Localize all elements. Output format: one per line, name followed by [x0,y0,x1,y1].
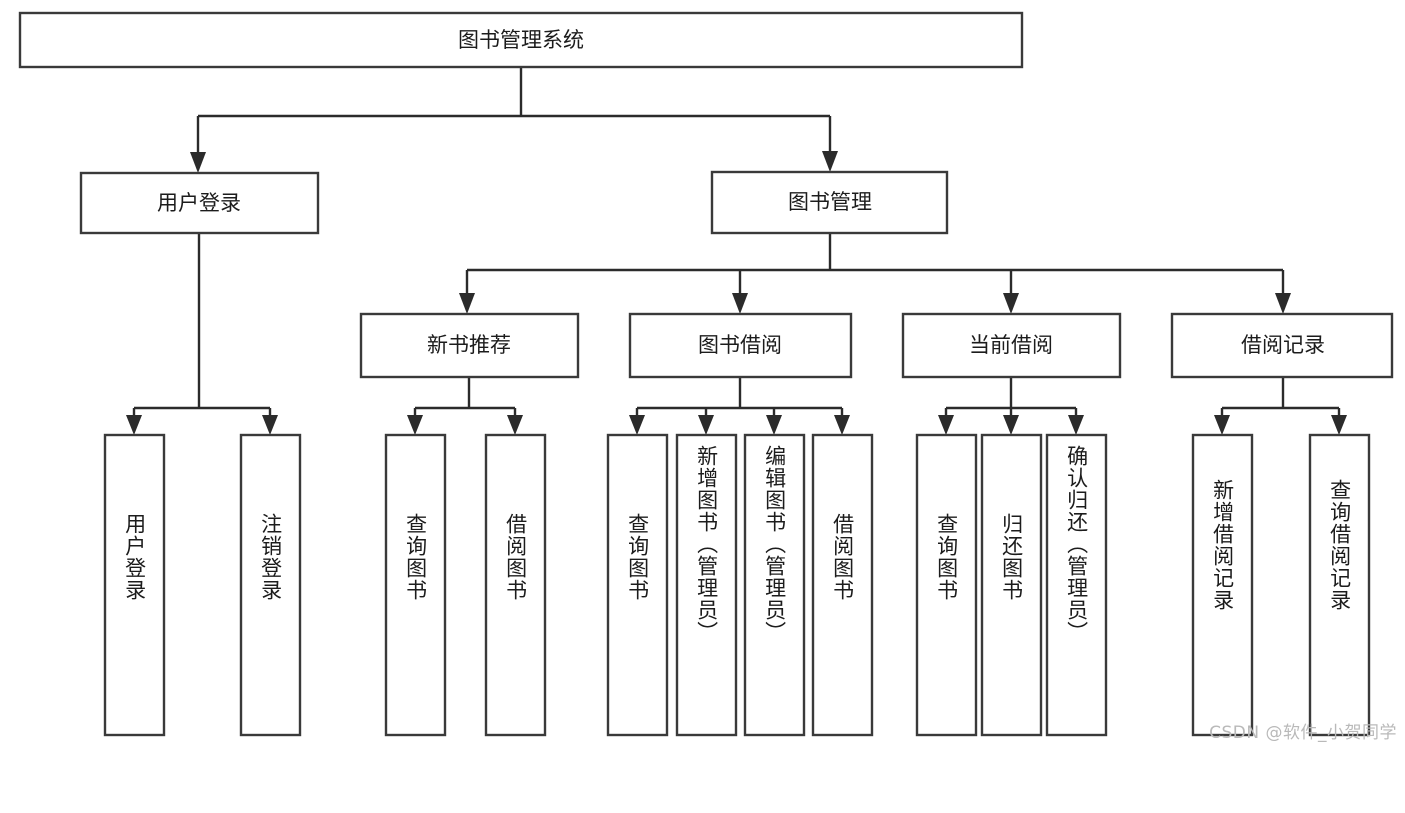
arrow-head-borrow-record [1275,293,1291,314]
node-user-login-box[interactable] [79,171,320,235]
node-borrow-record-box[interactable] [1170,312,1394,379]
connector-group-book-borrow [629,377,850,435]
node-leaf-return-book-box[interactable] [980,433,1043,737]
node-leaf-query-book-2-box[interactable] [606,433,669,737]
arrow-head-leaf-confirm-return-admin [1068,415,1084,435]
connector-group-borrow-record [1214,377,1347,435]
arrow-head-user-login [190,152,206,173]
arrow-head-leaf-borrow-book-2 [834,415,850,435]
node-leaf-add-book-admin-box[interactable] [675,433,738,737]
node-book-management[interactable]: 图书管理 [710,170,949,235]
node-root-box[interactable] [18,11,1024,69]
node-leaf-edit-book-admin-box[interactable] [743,433,806,737]
node-root-label: 图书管理系统 [458,28,584,52]
node-leaf-query-book-1-box[interactable] [384,433,447,737]
arrow-head-leaf-query-borrow-record [1331,415,1347,435]
node-borrow-record-label: 借阅记录 [1241,333,1325,357]
node-current-borrow[interactable]: 当前借阅 [901,312,1122,379]
node-new-book-recommend-label: 新书推荐 [427,333,511,357]
arrow-head-leaf-edit-book-admin [766,415,782,435]
node-leaf-borrow-book-2-box[interactable] [811,433,874,737]
arrow-head-leaf-user-login [126,415,142,435]
arrow-head-book-borrow [732,293,748,314]
node-book-management-box[interactable] [710,170,949,235]
node-current-borrow-label: 当前借阅 [969,333,1053,357]
arrow-head-book-management [822,151,838,172]
connector-group-new-book-recommend [407,377,523,435]
arrow-head-new-book-recommend [459,293,475,314]
csdn-watermark: CSDN @软件_小贺同学 [1209,723,1397,743]
node-new-book-recommend[interactable]: 新书推荐 [359,312,580,379]
node-leaf-query-borrow-record-box[interactable] [1308,433,1371,737]
node-leaf-query-book-3-box[interactable] [915,433,978,737]
node-new-book-recommend-box[interactable] [359,312,580,379]
arrow-head-leaf-query-book-3 [938,415,954,435]
connector-group-current-borrow [938,377,1084,435]
arrow-head-leaf-return-book [1003,415,1019,435]
arrow-head-leaf-logout [262,415,278,435]
node-leaf-confirm-return-admin-box[interactable] [1045,433,1108,737]
node-leaf-user-login-box[interactable] [103,433,166,737]
node-book-borrow-label: 图书借阅 [698,333,782,357]
node-borrow-record[interactable]: 借阅记录 [1170,312,1394,379]
node-book-borrow-box[interactable] [628,312,853,379]
arrow-head-leaf-borrow-book-1 [507,415,523,435]
diagram-canvas: 图书管理系统 用户登录 图书管理 新书推荐 图书借阅 当前借阅 借阅记录 [18,11,1397,743]
arrow-head-leaf-query-book-1 [407,415,423,435]
connector-group-user-login [126,233,278,435]
node-leaf-add-borrow-record-box[interactable] [1191,433,1254,737]
arrow-head-leaf-add-borrow-record [1214,415,1230,435]
arrow-head-leaf-query-book-2 [629,415,645,435]
node-user-login-label: 用户登录 [157,191,241,215]
node-root[interactable]: 图书管理系统 [18,11,1024,69]
node-leaf-logout-box[interactable] [239,433,302,737]
arrow-head-current-borrow [1003,293,1019,314]
leaf-boxes [103,433,1371,737]
node-user-login[interactable]: 用户登录 [79,171,320,235]
arrow-head-leaf-add-book-admin [698,415,714,435]
node-leaf-borrow-book-1-box[interactable] [484,433,547,737]
connector-group-book-management [459,233,1291,314]
node-book-management-label: 图书管理 [788,190,872,214]
node-current-borrow-box[interactable] [901,312,1122,379]
connector-group-root [190,67,838,173]
tree-diagram-svg: 图书管理系统 用户登录 图书管理 新书推荐 图书借阅 当前借阅 借阅记录 [18,11,1394,737]
node-book-borrow[interactable]: 图书借阅 [628,312,853,379]
